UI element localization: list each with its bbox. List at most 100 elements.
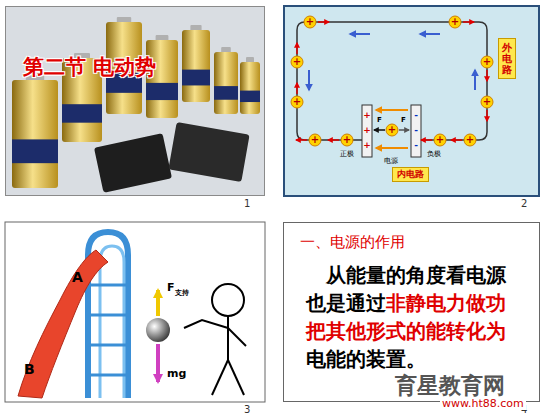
battery-body [240, 62, 260, 114]
source-label: 电源 [384, 158, 398, 165]
positive-ion [291, 96, 303, 108]
current-arrow [486, 110, 488, 121]
current-arrow [421, 139, 432, 141]
positive-ion [464, 134, 476, 146]
electron-flow-arrow [474, 70, 476, 90]
vertical-label: 外电路 [502, 42, 512, 75]
slide-frame [284, 6, 539, 196]
heading-text: 一、电源的作用 [300, 233, 405, 251]
negative-plate [411, 105, 421, 157]
electron-flow-arrow [350, 33, 370, 35]
external-circuit-box: 外电路 [498, 38, 516, 79]
force-arrow [399, 129, 409, 131]
positive-ion [386, 124, 398, 136]
ion-charge: + [306, 17, 314, 27]
positive-ion [291, 56, 303, 68]
box-label-wrap: 内电路 [397, 169, 424, 180]
force-label: mg [167, 368, 186, 379]
figure-leg [212, 360, 228, 395]
battery-body [146, 40, 178, 118]
figure-body [227, 316, 229, 360]
current-arrow [328, 139, 339, 141]
slide-number: 2 [521, 199, 527, 209]
force-label: F [167, 282, 175, 293]
plate-charge: - [414, 126, 418, 135]
positive-ion [304, 16, 316, 28]
battery-body [182, 30, 210, 102]
ion-charge: + [343, 135, 351, 145]
force-label: F [401, 117, 406, 124]
battery-band [146, 83, 178, 100]
ladder-rung [88, 374, 128, 377]
flat-battery [94, 133, 172, 193]
ion-charge: + [436, 135, 444, 145]
positive-plate [362, 105, 372, 157]
point-label: A [72, 270, 83, 284]
current-arrow [463, 21, 474, 23]
gravity-arrow [156, 344, 160, 382]
force-label: F [377, 117, 382, 124]
ion-charge: + [451, 17, 459, 27]
positive-ion [481, 96, 493, 108]
force-subscript: 支持 [175, 290, 189, 297]
battery-band [12, 139, 58, 163]
title-text: 第二节 电动势 [23, 54, 156, 79]
positive-ion [449, 16, 461, 28]
flat-battery [168, 122, 249, 182]
positive-ion [309, 134, 321, 146]
figure-arm [228, 328, 246, 346]
plate-charge: - [414, 141, 418, 150]
point-label: B [24, 362, 35, 376]
current-arrow [486, 70, 488, 81]
body-text: 电能的装置。 [306, 347, 426, 371]
positive-ion [341, 134, 353, 146]
battery-band [182, 70, 210, 86]
field-arrow [376, 147, 408, 149]
slide-number: 3 [244, 405, 250, 415]
current-arrow [296, 139, 307, 141]
stick-figure [184, 284, 246, 395]
box-label: 内电路 [397, 169, 424, 179]
ladder-rung [88, 284, 128, 287]
box-label: 外电路 [502, 42, 512, 75]
slide-heading: 一、电源的作用 [300, 233, 405, 252]
electron-flow-arrow [420, 33, 440, 35]
ion-charge: + [293, 57, 301, 67]
ion-charge: + [311, 135, 319, 145]
watermark-url: www.ht88.com [440, 397, 526, 410]
circuit-loop [297, 22, 487, 140]
ion-charge: + [293, 97, 301, 107]
field-arrow [376, 109, 408, 111]
internal-circuit-box: 内电路 [392, 167, 429, 182]
plate-charge: + [363, 126, 371, 135]
ball [146, 318, 170, 342]
watermark: 育星教育网 [395, 375, 505, 397]
support-force-arrow [156, 290, 160, 316]
battery-body [214, 52, 238, 114]
plate-charge: + [363, 111, 371, 120]
current-arrow [451, 139, 462, 141]
slide-frame [5, 222, 265, 402]
figure-head [212, 284, 244, 316]
current-arrow [296, 43, 298, 54]
force-arrow [374, 129, 385, 131]
photo-background [5, 6, 265, 196]
battery-band [240, 91, 260, 102]
figure-leg [228, 360, 244, 395]
plate-charge: + [363, 141, 371, 150]
figure-arm [184, 320, 228, 328]
battery-body [12, 80, 58, 188]
ion-charge: + [483, 57, 491, 67]
current-arrow [296, 83, 298, 94]
battery-band [62, 104, 102, 122]
plate-charge: - [414, 111, 418, 120]
ladder-rung [88, 344, 128, 347]
current-arrow [318, 21, 329, 23]
positive-ion [434, 134, 446, 146]
slide-body: 从能量的角度看电源也是通过非静电力做功把其他形式的能转化为电能的装置。 [306, 261, 511, 373]
ladder-rung [88, 314, 128, 317]
title-slide: 第二节 电动势 [5, 6, 265, 196]
slide-chute [18, 250, 108, 398]
electron-flow-arrow [308, 70, 310, 90]
